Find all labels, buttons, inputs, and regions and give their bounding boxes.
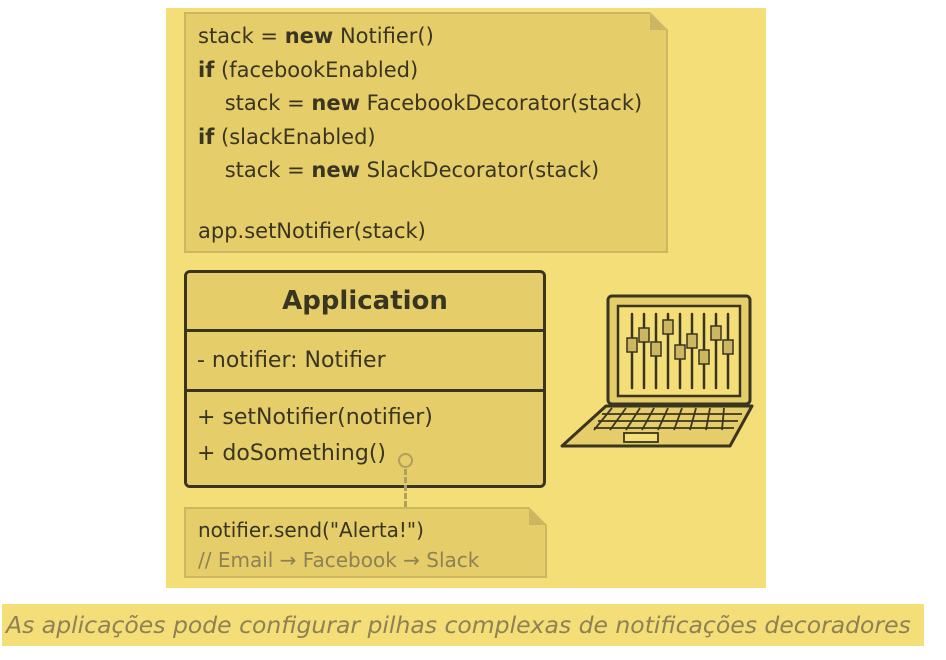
- code-line-1: stack = new Notifier(): [198, 24, 434, 48]
- note-fold: [650, 12, 668, 30]
- uml-class-name: Application: [187, 273, 543, 332]
- code-line-2: if (facebookEnabled): [198, 57, 419, 82]
- code-line-blank: [198, 188, 666, 215]
- figure-caption: As aplicações pode configurar pilhas com…: [2, 604, 924, 646]
- uml-field: - notifier: Notifier: [197, 348, 386, 373]
- method-note-comment: // Email → Facebook → Slack: [198, 548, 480, 572]
- code-line-4: if (slackEnabled): [198, 124, 376, 149]
- caption-text: As aplicações pode configurar pilhas com…: [6, 611, 911, 639]
- method-note: notifier.send("Alerta!") // Email → Face…: [184, 507, 547, 578]
- uml-fields: - notifier: Notifier: [187, 332, 543, 392]
- code-line-6: app.setNotifier(stack): [198, 218, 426, 243]
- laptop-icon: [560, 294, 754, 448]
- code-note: stack = new Notifier() if (facebookEnabl…: [184, 12, 668, 253]
- uml-method-setnotifier: + setNotifier(notifier): [197, 405, 433, 430]
- note-anchor-dot: [398, 453, 413, 468]
- uml-class-application: Application - notifier: Notifier + setNo…: [184, 270, 546, 488]
- note-connector-line: [404, 469, 407, 507]
- note-fold: [529, 507, 547, 525]
- code-line-5: stack = new SlackDecorator(stack): [198, 158, 600, 182]
- uml-method-dosomething: + doSomething(): [197, 441, 386, 466]
- code-line-3: stack = new FacebookDecorator(stack): [198, 91, 643, 115]
- uml-methods: + setNotifier(notifier) + doSomething(): [187, 392, 543, 485]
- method-note-code: notifier.send("Alerta!"): [198, 518, 424, 542]
